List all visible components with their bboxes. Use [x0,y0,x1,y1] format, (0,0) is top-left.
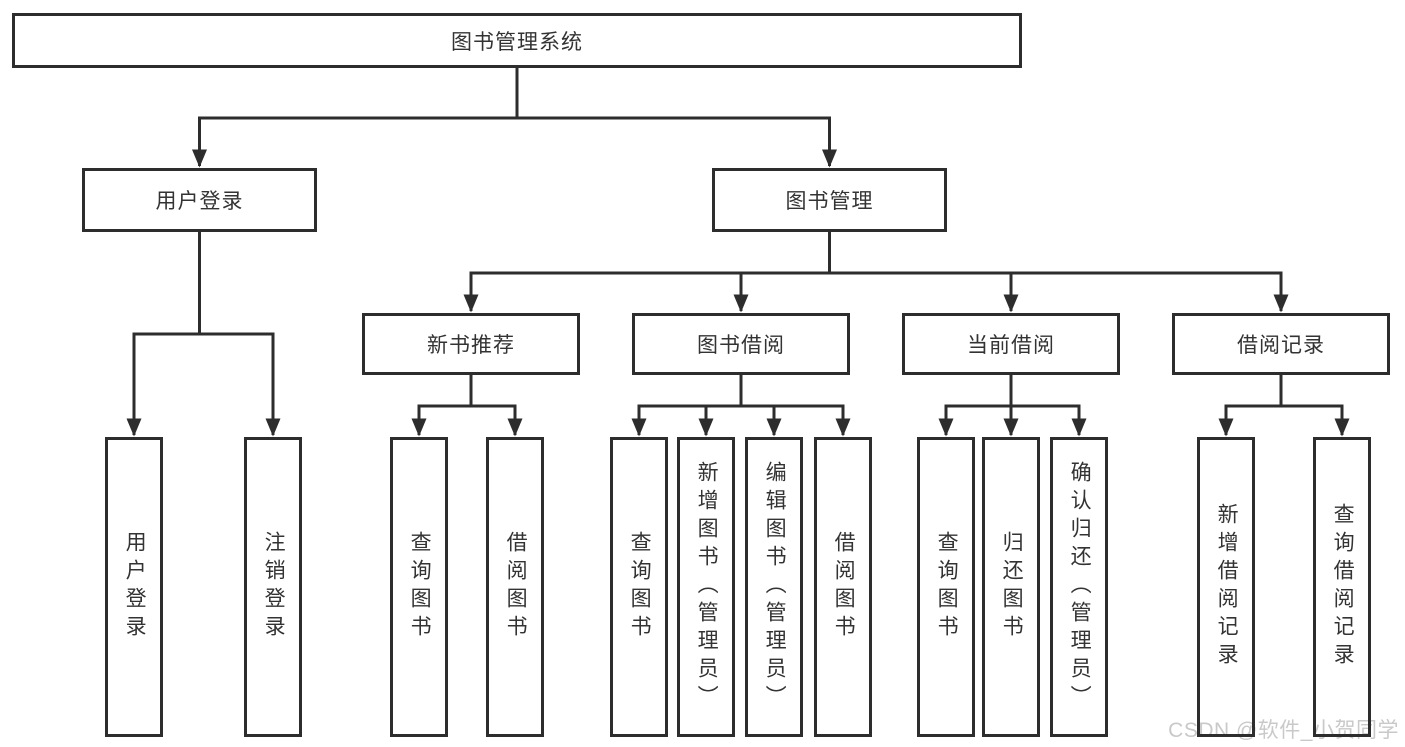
leaf-recommend-query-books: 查询图书 [390,437,448,737]
node-root-system: 图书管理系统 [12,13,1022,68]
node-book-borrow: 图书借阅 [632,313,850,375]
node-label: 新书推荐 [427,334,515,357]
leaf-borrow-borrow-books: 借阅图书 [814,437,872,737]
node-label: 用户登录 [123,531,147,643]
node-label: 查询借阅记录 [1331,503,1355,671]
node-book-management: 图书管理 [712,168,947,232]
leaf-recommend-borrow-books: 借阅图书 [486,437,544,737]
node-label: 编辑图书（管理员） [763,461,787,713]
node-new-book-recommend: 新书推荐 [362,313,580,375]
leaf-current-confirm-return-admin: 确认归还（管理员） [1050,437,1108,737]
leaf-borrow-query-books: 查询图书 [610,437,668,737]
node-label: 借阅记录 [1237,334,1325,357]
node-borrow-records: 借阅记录 [1172,313,1390,375]
node-label: 图书管理系统 [451,30,583,54]
node-label: 注销登录 [262,531,286,643]
leaf-records-add-record: 新增借阅记录 [1197,437,1255,737]
node-label: 用户登录 [155,190,244,213]
leaf-current-query-books: 查询图书 [917,437,975,737]
node-label: 借阅图书 [832,531,856,643]
leaf-current-return-books: 归还图书 [982,437,1040,737]
node-label: 当前借阅 [967,334,1055,357]
node-label: 图书借阅 [697,334,785,357]
node-user-login: 用户登录 [82,168,317,232]
node-label: 借阅图书 [504,531,528,643]
node-label: 查询图书 [408,531,432,643]
node-label: 图书管理 [785,190,874,213]
node-label: 查询图书 [935,531,959,643]
leaf-user-login: 用户登录 [105,437,163,737]
leaf-borrow-edit-books-admin: 编辑图书（管理员） [745,437,803,737]
leaf-records-query-record: 查询借阅记录 [1313,437,1371,737]
leaf-borrow-add-books-admin: 新增图书（管理员） [677,437,735,737]
node-label: 查询图书 [628,531,652,643]
node-label: 归还图书 [1000,531,1024,643]
node-label: 新增借阅记录 [1215,503,1239,671]
leaf-logout: 注销登录 [244,437,302,737]
node-label: 新增图书（管理员） [695,461,719,713]
node-current-borrow: 当前借阅 [902,313,1120,375]
node-label: 确认归还（管理员） [1068,461,1092,713]
